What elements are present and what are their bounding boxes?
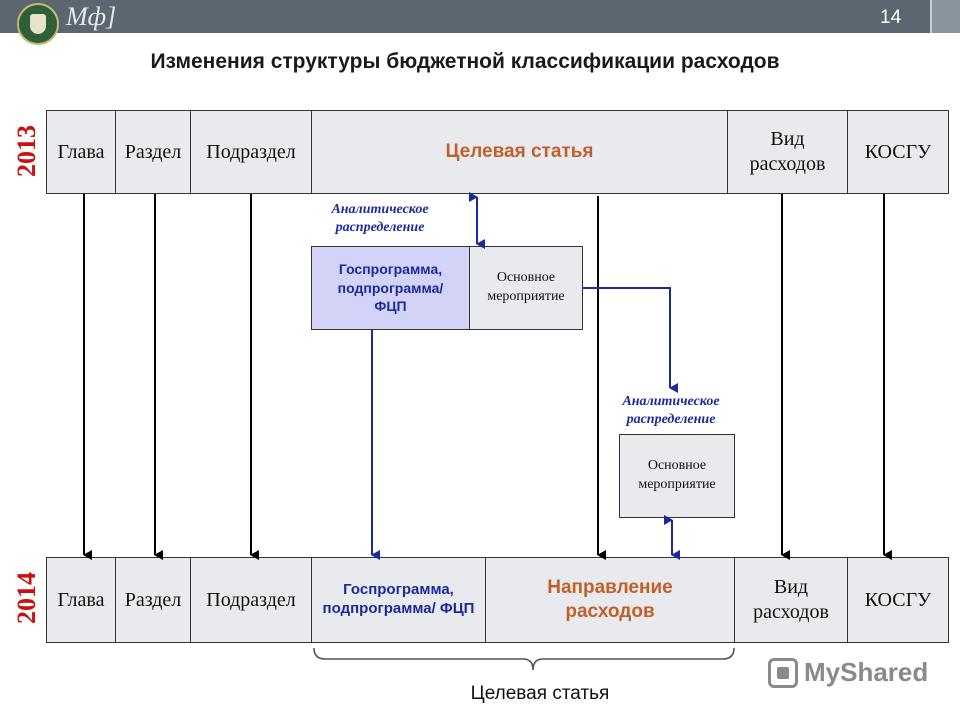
cell-2013-celevaya-statya: Целевая статья — [311, 110, 728, 194]
page-title: Изменения структуры бюджетной классифика… — [150, 50, 780, 73]
cell-2014-razdel: Раздел — [115, 557, 191, 643]
cell-2014-glava: Глава — [46, 557, 116, 643]
bracket-label: Целевая статья — [470, 683, 610, 704]
slide-number: 14 — [880, 7, 902, 28]
cell-2013-kosgu: КОСГУ — [847, 110, 949, 194]
cell-2013-razdel: Раздел — [115, 110, 191, 194]
cell-2013-podrazdel: Подраздел — [190, 110, 312, 194]
analytic-label-1: Аналитическое распределение — [331, 202, 429, 236]
ministry-emblem-icon — [17, 3, 59, 45]
cell-2014-vid-rashodov: Вид расходов — [734, 557, 848, 643]
presentation-icon — [768, 657, 798, 688]
header-bar — [0, 0, 960, 33]
cell-2014-napravlenie-rashodov: Направление расходов — [485, 557, 735, 643]
box-osnovnoe-meropriyatie-1: Основное мероприятие — [469, 246, 583, 330]
watermark-text: MyShared — [804, 657, 929, 687]
logo-text: Мф] — [66, 2, 117, 31]
header-accent — [930, 0, 960, 33]
analytic-label-2: Аналитическое распределение — [622, 394, 720, 428]
box-osnovnoe-meropriyatie-2: Основное мероприятие — [619, 434, 735, 518]
box-gosprogramma: Госпрограмма, подпрограмма/ ФЦП — [311, 246, 470, 330]
cell-2013-glava: Глава — [46, 110, 116, 194]
curly-bracket — [313, 647, 735, 671]
cell-2014-kosgu: КОСГУ — [847, 557, 949, 643]
elbow-connector — [583, 287, 678, 393]
cell-2014-gosprogramma: Госпрограмма, подпрограмма/ ФЦП — [311, 557, 486, 643]
cell-2013-vid-rashodov: Вид расходов — [727, 110, 848, 194]
watermark: MyShared — [768, 657, 928, 688]
